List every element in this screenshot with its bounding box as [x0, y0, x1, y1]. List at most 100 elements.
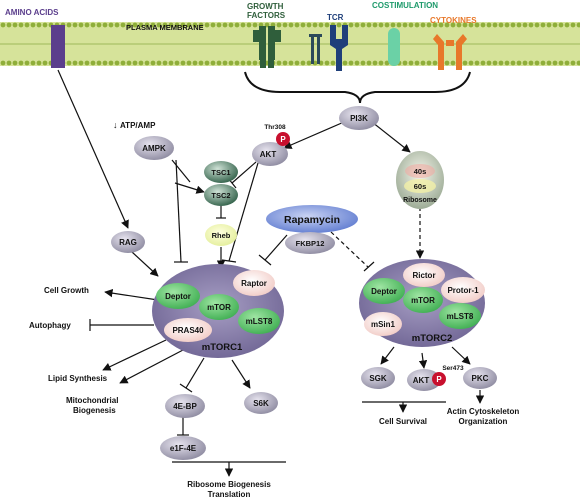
membrane-lipid-head	[126, 22, 132, 28]
membrane-lipid-head	[222, 22, 228, 28]
mtorc2-label: mTORC2	[412, 333, 452, 344]
membrane-lipid-head	[294, 22, 300, 28]
membrane-lipid-head	[510, 22, 516, 28]
membrane-lipid-head	[348, 60, 354, 66]
rapamycin-node	[266, 205, 358, 233]
membrane-lipid-head	[366, 60, 372, 66]
membrane-lipid-head	[228, 60, 234, 66]
membrane-lipid-head	[156, 22, 162, 28]
plasma-membrane-label: PLASMA MEMBRANE	[126, 23, 204, 32]
membrane-lipid-head	[390, 22, 396, 28]
membrane-lipid-head	[480, 22, 486, 28]
akt-node-2	[407, 369, 441, 391]
4ebp-label: 4E-BP	[173, 402, 197, 411]
membrane-lipid-head	[198, 22, 204, 28]
membrane-lipid-head	[66, 22, 72, 28]
akt2-phospho-label: P	[436, 375, 442, 384]
membrane-lipid-head	[78, 22, 84, 28]
membrane-lipid-head	[216, 60, 222, 66]
deptor-label-1: Deptor	[165, 292, 191, 301]
tcr-label: TCR	[327, 13, 344, 22]
membrane-lipid-head	[492, 60, 498, 66]
membrane-lipid-head	[186, 60, 192, 66]
membrane-lipid-head	[240, 22, 246, 28]
thr308-label: Thr308	[264, 124, 286, 131]
membrane-lipid-head	[468, 60, 474, 66]
membrane-lipid-head	[378, 60, 384, 66]
membrane-lipid-head	[216, 22, 222, 28]
membrane-lipid-head	[498, 22, 504, 28]
membrane-lipid-head	[108, 60, 114, 66]
cytokine-receptor-icon	[433, 34, 467, 70]
membrane-lipid-head	[204, 60, 210, 66]
membrane-lipid-head	[342, 60, 348, 66]
membrane-lipid-head	[486, 60, 492, 66]
mitochondrial-label-1: Mitochondrial	[66, 396, 118, 405]
membrane-lipid-head	[426, 22, 432, 28]
rheb-label: Rheb	[212, 231, 231, 240]
fkbp12-label: FKBP12	[296, 239, 325, 248]
akt2-phospho-icon	[432, 372, 446, 386]
growth-factors-label-1: GROWTH	[247, 2, 284, 11]
membrane-lipid-head	[6, 60, 12, 66]
membrane-lipid-head	[414, 22, 420, 28]
membrane-lipid-head	[132, 60, 138, 66]
atp-amp-label: ATP/AMP	[120, 121, 156, 130]
rapamycin-label: Rapamycin	[284, 214, 340, 226]
membrane-lipid-head	[132, 22, 138, 28]
membrane-lipid-head	[402, 60, 408, 66]
rag-label: RAG	[119, 238, 137, 247]
membrane-lipid-head	[558, 60, 564, 66]
deptor-node-1	[156, 283, 200, 309]
membrane-lipid-head	[444, 60, 450, 66]
membrane-lipid-head	[300, 60, 306, 66]
receptor-brace	[244, 71, 471, 104]
ribosome-label: Ribosome	[403, 197, 437, 204]
membrane-lipid-head	[456, 22, 462, 28]
membrane-lipid-head	[144, 22, 150, 28]
akt-label: AKT	[260, 150, 277, 159]
membrane-lipid-head	[522, 22, 528, 28]
membrane-lipid-head	[276, 60, 282, 66]
membrane-lipid-head	[414, 60, 420, 66]
membrane-lipid-head	[372, 22, 378, 28]
membrane-lipid-head	[18, 22, 24, 28]
msin1-node	[364, 312, 402, 336]
membrane-lipid-head	[282, 60, 288, 66]
actin-cytoskeleton-label: Actin Cytoskeleton	[447, 407, 520, 416]
membrane-lipid-head	[6, 22, 12, 28]
mtor-label-1: mTOR	[207, 303, 231, 312]
fkbp12-node	[285, 232, 335, 254]
membrane-lipid-head	[234, 22, 240, 28]
membrane-lipid-head	[180, 60, 186, 66]
tsc1-node	[204, 161, 238, 183]
translation-label: Translation	[208, 490, 251, 499]
ampk-node	[134, 136, 174, 160]
growth-factor-receptor-icon	[253, 26, 281, 68]
deptor-label-2: Deptor	[371, 287, 397, 296]
membrane-lipid-head	[168, 60, 174, 66]
s6k-label: S6K	[253, 399, 269, 408]
costimulation-label: COSTIMULATION	[372, 1, 438, 10]
membrane-lipid-head	[354, 22, 360, 28]
membrane-lipid-head	[174, 60, 180, 66]
membrane-lipid-head	[288, 22, 294, 28]
membrane-lipid-head	[540, 60, 546, 66]
akt-node	[252, 142, 288, 166]
membrane-lipid-head	[84, 60, 90, 66]
membrane-lipid-head	[450, 22, 456, 28]
membrane-lipid-head	[432, 60, 438, 66]
membrane-lipid-head	[252, 60, 258, 66]
ribosome-40s-label: 40s	[414, 167, 427, 176]
membrane-lipid-head	[564, 60, 570, 66]
membrane-lipid-head	[438, 22, 444, 28]
membrane-lipid-head	[120, 60, 126, 66]
membrane-lipid-head	[540, 22, 546, 28]
pras40-label: PRAS40	[172, 326, 204, 335]
membrane-lipid-head	[564, 22, 570, 28]
mlst8-node-1	[238, 308, 280, 334]
membrane-lipid-head	[558, 22, 564, 28]
membrane-lipid-head	[150, 22, 156, 28]
mtorc1-complex: Raptor Deptor mTOR mLST8 PRAS40 mTORC1	[152, 264, 284, 358]
membrane-lipid-head	[288, 60, 294, 66]
